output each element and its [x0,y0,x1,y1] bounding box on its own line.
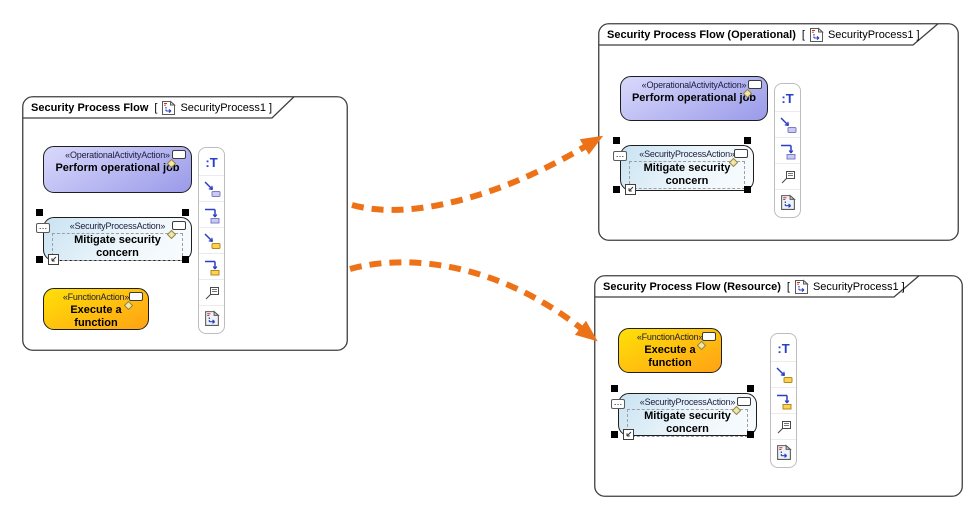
more-options-badge[interactable]: … [611,398,625,409]
smart-manipulator-palette: :T [774,83,801,218]
selection-handle[interactable] [613,186,620,193]
selection-handle[interactable] [36,209,43,216]
corner-action-badge[interactable] [48,254,59,265]
diagram-tool-icon[interactable] [775,189,800,215]
bracket-open: [ [801,28,805,41]
node-name: Perform operational job [631,92,757,104]
selection-handle[interactable] [747,385,754,392]
node-name: Execute a function [644,344,696,369]
corner-action-badge[interactable] [623,429,634,440]
frame-title: Security Process Flow (Resource) [603,280,781,293]
frame-header[interactable]: Security Process Flow (Operational) [ Se… [607,26,920,43]
diagram-frame-main: Security Process Flow [ SecurityProcess1… [22,96,348,351]
pin-icon [123,297,134,311]
diagram-frame-resource: Security Process Flow (Resource) [ Secur… [594,275,963,497]
pin-icon [742,85,753,99]
node-name-editbox[interactable]: Mitigate security concern [627,409,748,437]
compartment-box-icon[interactable] [737,397,751,406]
corner-action-badge[interactable] [625,184,636,195]
node-stereotype: «SecurityProcessAction» [639,397,736,407]
compartment-box-icon[interactable] [748,80,762,89]
selection-handle[interactable] [747,431,754,438]
node-stereotype: «OperationalActivityAction» [65,150,170,160]
compartment-box-icon[interactable] [172,221,186,230]
comment-icon[interactable] [771,413,796,439]
insert-operational-activity-action-icon[interactable] [775,137,800,163]
node-stereotype: «SecurityProcessAction» [639,149,735,159]
text-tool-icon[interactable]: :T [205,155,218,170]
pin-icon [731,402,742,416]
comment-icon[interactable] [199,279,224,305]
selection-handle[interactable] [611,385,618,392]
selection-handle[interactable] [744,137,751,144]
diagram-icon [809,26,824,43]
selection-handle[interactable] [744,186,751,193]
insert-function-action-icon[interactable] [199,253,224,279]
create-operational-activity-action-icon[interactable] [775,111,800,137]
selection-handle[interactable] [613,137,620,144]
diagram-frame-operational: Security Process Flow (Operational) [ Se… [598,23,959,241]
node-execute-a-function[interactable]: «FunctionAction» Execute a function [618,328,722,373]
text-tool-icon[interactable]: :T [777,341,790,356]
more-options-badge[interactable]: … [613,150,627,161]
compartment-box-icon[interactable] [702,332,716,341]
frame-title: Security Process Flow [31,101,149,114]
create-function-action-icon[interactable] [199,227,224,253]
node-mitigate-security-concern[interactable]: … «SecurityProcessAction» Mitigate secur… [613,137,754,195]
selection-handle[interactable] [182,209,189,216]
node-stereotype: «SecurityProcessAction» [69,221,166,231]
node-mitigate-security-concern[interactable]: … «SecurityProcessAction» Mitigate secur… [36,209,192,265]
selection-handle[interactable] [611,431,618,438]
node-stereotype: «OperationalActivityAction» [641,80,747,90]
frame-context-name: SecurityProcess1 [180,101,267,114]
comment-icon[interactable] [775,163,800,189]
pin-icon [166,155,177,169]
compartment-box-icon[interactable] [734,149,748,158]
diagram-icon [161,99,177,116]
insert-function-action-icon[interactable] [771,387,796,413]
create-function-action-icon[interactable] [771,361,796,387]
bracket-close: ] [916,28,920,41]
node-perform-operational-job[interactable]: «OperationalActivityAction» Perform oper… [620,76,768,121]
node-name: Execute a function [70,304,122,329]
text-tool-icon[interactable]: :T [781,91,794,106]
smart-manipulator-palette: :T [198,147,225,334]
pin-icon [166,226,177,240]
frame-header[interactable]: Security Process Flow (Resource) [ Secur… [603,278,905,295]
frame-title: Security Process Flow (Operational) [607,28,796,41]
node-mitigate-security-concern[interactable]: … «SecurityProcessAction» Mitigate secur… [611,385,757,440]
node-execute-a-function[interactable]: «FunctionAction» Execute a function [43,288,149,330]
more-options-badge[interactable]: … [36,222,50,233]
compartment-box-icon[interactable] [172,150,186,159]
frame-context-name: SecurityProcess1 [812,280,899,293]
selection-handle[interactable] [182,256,189,263]
node-stereotype: «FunctionAction» [636,332,704,342]
smart-manipulator-palette: :T [770,333,797,468]
selection-handle[interactable] [36,256,43,263]
node-name-editbox[interactable]: Mitigate security concern [52,233,183,261]
derivation-arrow-to-operational [351,135,604,213]
node-stereotype: «FunctionAction» [62,292,130,302]
pin-icon [696,337,707,351]
pin-icon [728,154,739,168]
bracket-close: ] [901,280,905,293]
diagram-tool-icon[interactable] [199,305,224,331]
create-operational-activity-action-icon[interactable] [199,175,224,201]
bracket-open: [ [786,280,790,293]
insert-operational-activity-action-icon[interactable] [199,201,224,227]
frame-context-name: SecurityProcess1 [827,28,914,41]
bracket-close: ] [269,101,273,114]
node-name: Perform operational job [55,162,180,174]
node-name-editbox[interactable]: Mitigate security concern [629,161,745,189]
frame-header[interactable]: Security Process Flow [ SecurityProcess1… [31,99,272,116]
diagram-icon [794,278,809,295]
derivation-arrow-to-resource [349,259,598,342]
compartment-box-icon[interactable] [129,292,143,301]
bracket-open: [ [154,101,158,114]
node-perform-operational-job[interactable]: «OperationalActivityAction» Perform oper… [43,146,192,193]
diagram-tool-icon[interactable] [771,439,796,465]
